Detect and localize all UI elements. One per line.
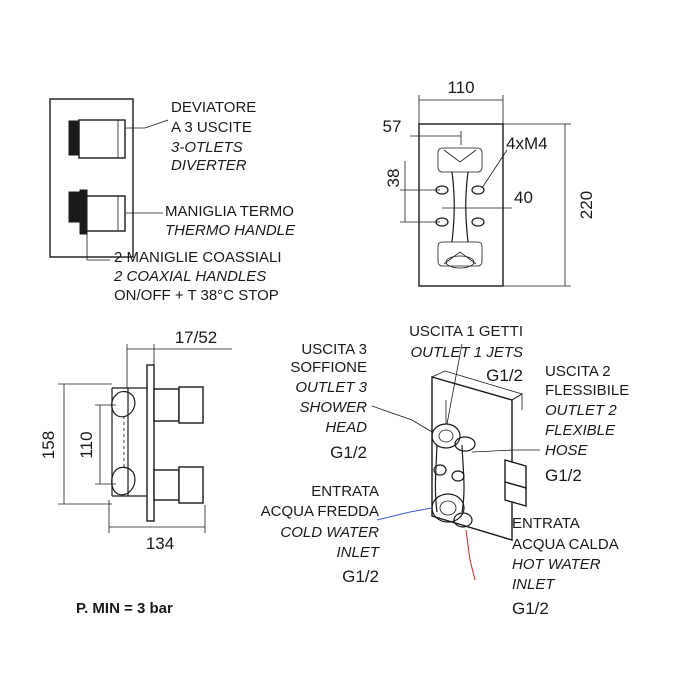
hot-label-4: INLET <box>512 576 556 593</box>
thermo-label-it: MANIGLIA TERMO <box>165 203 294 220</box>
outlet3-label-6: G1/2 <box>330 443 367 462</box>
cold-inlet-leader <box>376 507 433 521</box>
plate-offset-dim: 57 <box>383 117 402 136</box>
thermo-handle <box>82 195 126 232</box>
outlet2-label-1: USCITA 2 <box>545 363 611 380</box>
front-view: DEVIATORE A 3 USCITE 3-OTLETS DIVERTER M… <box>49 98 296 304</box>
coaxial-label-en: 2 COAXIAL HANDLES <box>113 268 266 285</box>
diverter-label-it-1: DEVIATORE <box>171 99 256 116</box>
plate-outline <box>418 123 504 287</box>
diverter-label-en-2: DIVERTER <box>171 157 247 174</box>
side-upper-handle <box>153 388 180 422</box>
plate-view: 110 57 4xM4 38 40 220 <box>383 78 596 287</box>
plate-height-dim: 220 <box>577 191 596 219</box>
side-134-dim: 134 <box>146 534 174 553</box>
outlet3-label-1: USCITA 3 <box>301 341 367 358</box>
cold-label-2: ACQUA FREDDA <box>261 503 379 520</box>
outlet2-label-5: HOSE <box>545 442 589 459</box>
plate-screws-dim: 4xM4 <box>506 134 548 153</box>
outlet1-label-2: OUTLET 1 JETS <box>410 344 523 361</box>
outlet3-label-2: SOFFIONE <box>290 359 367 376</box>
side-depth-dim: 17/52 <box>175 328 218 347</box>
outlet2-label-2: FLESSIBILE <box>545 382 629 399</box>
hot-label-2: ACQUA CALDA <box>512 536 619 553</box>
outlet3-label-3: OUTLET 3 <box>295 379 367 396</box>
outlet1-label-1: USCITA 1 GETTI <box>409 323 523 340</box>
outlet3-label-5: HEAD <box>325 419 367 436</box>
cold-label-3: COLD WATER <box>280 524 379 541</box>
pressure-note: P. MIN = 3 bar <box>76 600 173 617</box>
diverter-label-it-2: A 3 USCITE <box>171 119 252 136</box>
plate-width-dim: 110 <box>447 78 474 97</box>
outlet1-label-3: G1/2 <box>486 366 523 385</box>
thermo-label-en: THERMO HANDLE <box>165 222 296 239</box>
diverter-handle <box>78 119 126 159</box>
coaxial-label-it: 2 MANIGLIE COASSIALI <box>114 249 282 266</box>
iso-view: USCITA 3 SOFFIONE OUTLET 3 SHOWER HEAD G… <box>261 323 630 618</box>
iso-plate <box>431 376 513 541</box>
side-view: 17/52 158 110 134 <box>39 328 232 553</box>
plate-40-dim: 40 <box>514 188 533 207</box>
side-110-dim: 110 <box>77 431 96 458</box>
cold-label-4: INLET <box>336 544 380 561</box>
coaxial-ring <box>79 189 88 235</box>
outlet3-label-4: SHOWER <box>300 399 368 416</box>
hot-inlet-leader <box>465 529 476 581</box>
hot-label-3: HOT WATER <box>512 556 601 573</box>
coaxial-label-stop: ON/OFF + T 38°C STOP <box>114 287 279 304</box>
hot-label-1: ENTRATA <box>512 515 580 532</box>
side-158-dim: 158 <box>39 431 58 459</box>
outlet2-label-6: G1/2 <box>545 466 582 485</box>
side-wall-plate <box>146 364 155 522</box>
outlet2-label-3: OUTLET 2 <box>545 402 617 419</box>
diverter-label-en-1: 3-OTLETS <box>171 139 243 156</box>
cold-label-5: G1/2 <box>342 567 379 586</box>
side-lower-handle <box>153 469 180 501</box>
side-lower-knob <box>178 466 204 504</box>
side-upper-knob <box>178 386 204 424</box>
plate-38-dim: 38 <box>384 169 403 188</box>
hot-label-5: G1/2 <box>512 599 549 618</box>
cold-label-1: ENTRATA <box>311 483 379 500</box>
outlet2-label-4: FLEXIBLE <box>545 422 616 439</box>
